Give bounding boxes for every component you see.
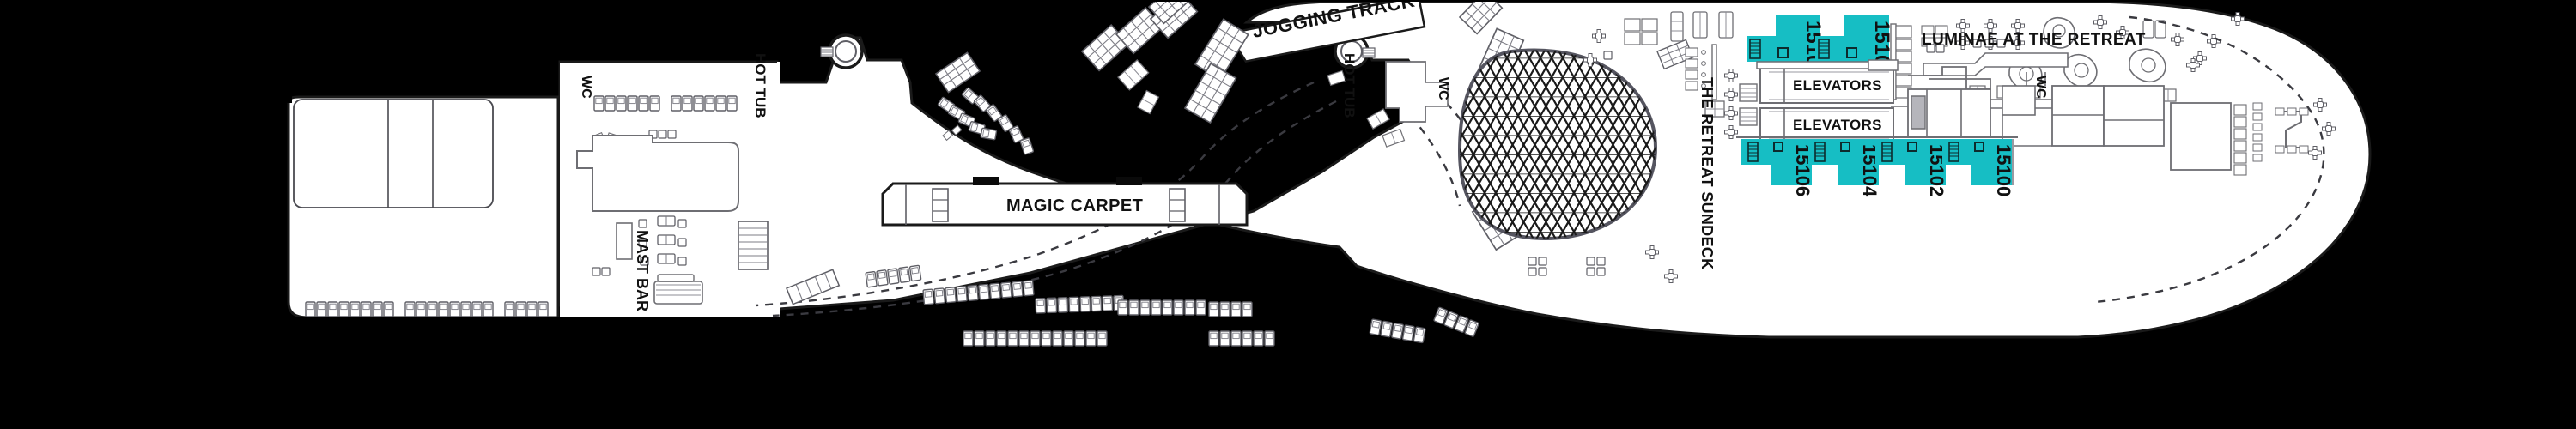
label-magic-carpet: MAGIC CARPET [1006, 196, 1143, 215]
bow-fixture-group [2170, 11, 2336, 176]
stateroom-15103-bed [1749, 39, 1761, 59]
magic-carpet-post-right [1169, 188, 1186, 222]
curved-banquette-a [2043, 17, 2075, 49]
lounger-banks-midship [1080, 0, 1694, 251]
label-luminae-at-the-retreat: LUMINAE AT THE RETREAT [1922, 31, 2146, 49]
label-elevators-upper: ELEVATORS [1793, 77, 1882, 94]
magic-carpet-platform [881, 177, 1249, 227]
stern-bottom-trim [289, 317, 567, 326]
whirlpool-port-steps [820, 46, 834, 57]
dome-upper-equipment [1583, 11, 1734, 118]
deck-bench-cluster [1327, 69, 1346, 87]
lounger-fan-port [934, 51, 1035, 155]
midship-service-block [1327, 61, 1449, 148]
magic-carpet-post-left [932, 188, 949, 222]
pool-lane-dividers [387, 100, 434, 208]
whirlpool-stbd-steps [1362, 47, 1376, 58]
stateroom-15101-bed [1818, 39, 1830, 59]
luminae-seating-group [1921, 15, 2208, 91]
indoor-room-outline [576, 135, 739, 212]
elevator-bank-upper [1759, 68, 1894, 104]
stateroom-15101-fixture [1846, 47, 1857, 58]
label-wc-starboard: WC [2033, 76, 2048, 99]
label-the-retreat-sundeck: THE RETREAT SUNDECK [1698, 77, 1716, 269]
port-midship-block [560, 60, 780, 317]
stateroom-row-lower: 15106 15104 15102 15100 [1736, 136, 2018, 197]
stern-pool-deck-group [287, 95, 560, 319]
stair-block [738, 221, 769, 270]
dome-triangular-grid [1460, 50, 1656, 239]
central-service-block [1907, 66, 2165, 147]
label-hot-tub-port: HOT TUB [752, 53, 769, 118]
solarium-dome [1457, 48, 1658, 241]
stateroom-15100: 15100 [1942, 139, 2014, 196]
label-mast-bar: MAST BAR [634, 230, 651, 311]
stateroom-15106: 15106 [1741, 139, 1814, 196]
bow-promenade-dashed [2094, 15, 2325, 304]
label-wc-port: WC [579, 76, 593, 99]
curved-banquette-c [2063, 53, 2098, 88]
lower-lounger-rows [786, 264, 1480, 347]
pool-basin [293, 99, 494, 208]
stairwell [1739, 83, 1758, 102]
side-table-cluster [942, 124, 963, 142]
label-elevators-lower: ELEVATORS [1793, 117, 1882, 133]
mast-structure [616, 222, 633, 260]
stateroom-15103-fixture [1777, 47, 1789, 58]
label-hot-tub-starboard: HOT TUB [1341, 53, 1358, 118]
stateroom-label-15100[interactable]: 15100 [1993, 144, 2014, 196]
whirlpool-port-group [820, 33, 864, 69]
label-wc-mid: WC [1436, 77, 1450, 100]
stairwell-lower [1739, 107, 1758, 126]
curved-banquette-b [2129, 48, 2166, 82]
whirlpool-port-inner [835, 40, 857, 63]
